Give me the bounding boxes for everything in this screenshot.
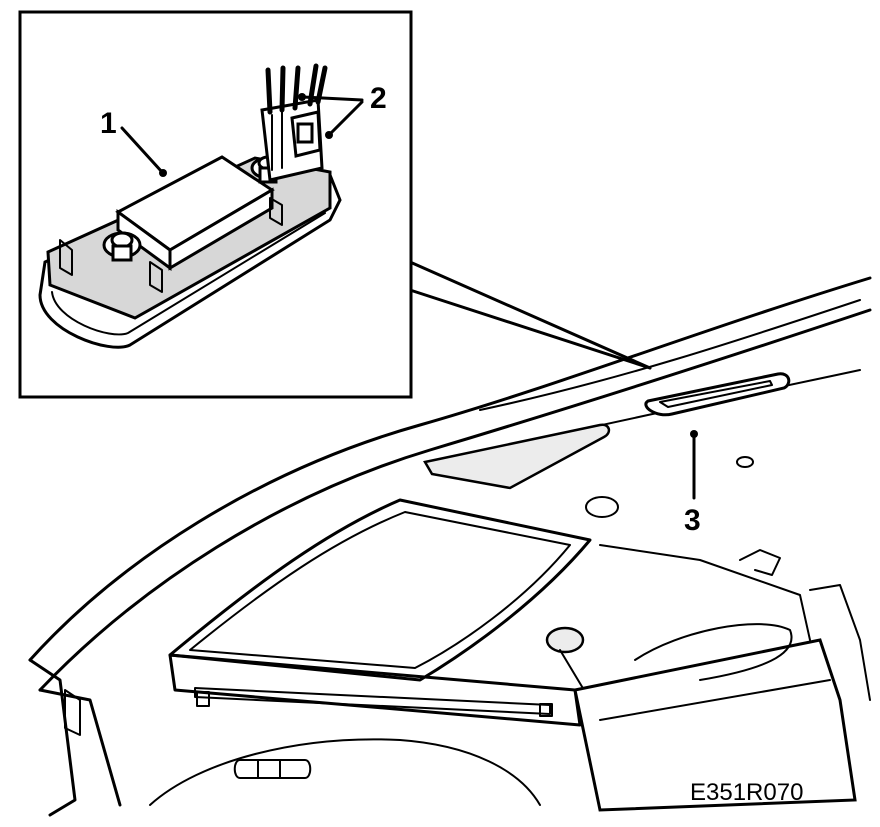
roof-hole-2	[736, 456, 754, 468]
left-pillar-inner	[38, 688, 122, 807]
leader-2b	[328, 100, 364, 136]
leader-1-dot	[159, 169, 167, 177]
pillar-trim	[64, 689, 81, 736]
figure-code: E351R070	[690, 779, 803, 806]
leader-2b-dot	[325, 131, 333, 139]
tailgate-rail	[168, 653, 582, 727]
handle	[257, 759, 281, 779]
connector-pins	[271, 111, 283, 171]
callout-label-1: 1	[100, 107, 117, 140]
seat-seam	[599, 679, 831, 721]
handle-recess	[233, 759, 312, 779]
module-box-side	[168, 187, 274, 271]
roof-outer-edge	[28, 276, 872, 662]
grab-handle-knob	[545, 626, 585, 654]
window-glass	[189, 511, 571, 669]
leader-3-dot	[690, 430, 698, 438]
screw-left	[102, 231, 142, 262]
right-trim	[809, 584, 871, 701]
leader-1	[120, 126, 164, 174]
roof-hole-1	[585, 496, 619, 518]
zoom-leaders	[408, 260, 652, 370]
strip-clip-right	[539, 703, 553, 717]
vehicle-interior	[28, 276, 872, 817]
lamp-lens	[423, 423, 611, 490]
side-panel	[599, 544, 811, 641]
lamp-base-rim	[51, 212, 326, 336]
zoom-leader-top	[408, 260, 652, 370]
connector	[260, 98, 324, 182]
connector-latch	[296, 122, 314, 144]
headliner-groove-1	[479, 299, 861, 411]
seat-back	[573, 638, 857, 812]
clip-mid	[149, 261, 163, 293]
clip-left	[59, 239, 73, 276]
leader-2a	[301, 95, 364, 102]
window-frame	[168, 498, 592, 682]
callout-label-2: 2	[370, 82, 387, 115]
lamp-housing	[423, 372, 791, 490]
tailgate-strip	[194, 687, 551, 715]
lamp-recess-outer	[644, 372, 791, 417]
lamp-unit-detail	[38, 63, 342, 349]
callout-leaders	[120, 93, 698, 500]
left-pillar	[28, 658, 77, 817]
clip-right	[269, 197, 283, 226]
zoom-leader-bottom	[408, 288, 652, 370]
callout-label-3: 3	[684, 504, 701, 537]
roof-inner-edge	[38, 308, 872, 692]
lamp-recess-inner	[659, 380, 773, 408]
strip-clip-left	[196, 691, 210, 707]
seat-headrest	[634, 623, 793, 681]
coat-hook	[739, 549, 781, 576]
lower-trim-arc	[149, 738, 541, 806]
leader-2a-dot	[298, 93, 306, 101]
